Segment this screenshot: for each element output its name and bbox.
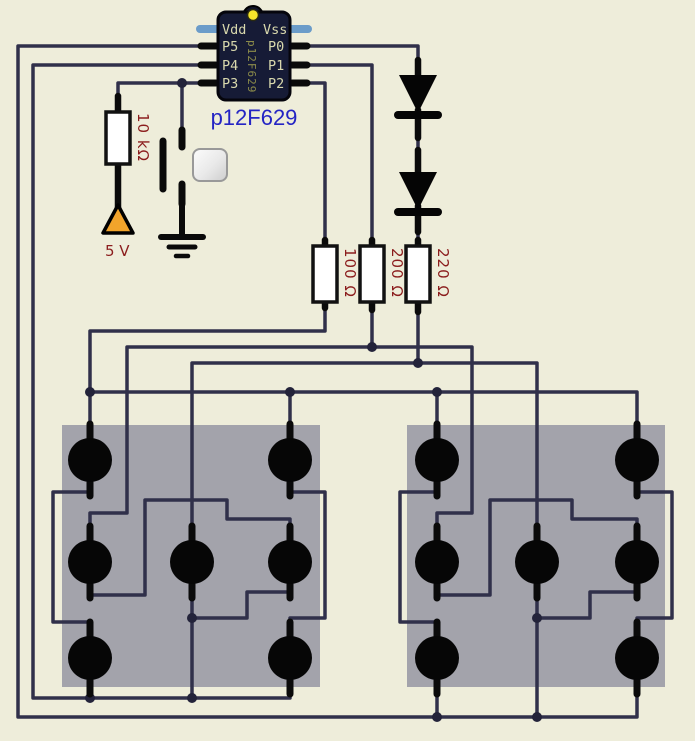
chip-pin-label-p3: P3 [222, 76, 239, 92]
diode-1-triangle [399, 75, 437, 113]
led-left-center[interactable] [170, 540, 214, 584]
led-right-bottom-right[interactable] [615, 636, 659, 680]
junction-dots [85, 78, 542, 722]
wire-p5-lower-bus [16, 44, 639, 719]
chip-pin-label-p5: P5 [222, 39, 239, 55]
led-right-top-right[interactable] [615, 438, 659, 482]
supply-triangle [101, 203, 135, 235]
wire-p3-resistor [116, 81, 203, 108]
ground-symbol[interactable] [158, 201, 206, 259]
indicator-dot [246, 8, 260, 22]
led-left-top-right[interactable] [268, 438, 312, 482]
led-left-middle-left[interactable] [68, 540, 112, 584]
resistor-10k-value: 10 kΩ [134, 113, 152, 163]
chip-pin-label-p4: P4 [222, 58, 239, 74]
chip-pin-label-p1: P1 [268, 58, 285, 74]
resistor-200-value: 200 Ω [388, 248, 406, 298]
diode-2-triangle [399, 172, 437, 210]
resistor-220-value: 220 Ω [434, 248, 452, 298]
chip-pins [197, 42, 311, 87]
vdd-rail-pin [196, 25, 222, 33]
chip-pin-label-vss: Vss [263, 22, 288, 38]
resistor-220-body [404, 244, 432, 304]
diode-2[interactable] [394, 146, 442, 236]
led-right-bottom-left[interactable] [415, 636, 459, 680]
wire-middle-bus [88, 345, 474, 540]
wire-bracket-right [435, 498, 639, 597]
supply-voltage-label: 5 V [105, 242, 130, 260]
wire-p1-200 [308, 63, 374, 248]
resistor-200[interactable] [358, 236, 386, 314]
led-right-center[interactable] [515, 540, 559, 584]
diode-1[interactable] [394, 56, 442, 142]
wire-center-bus [190, 361, 539, 540]
led-group [68, 438, 659, 680]
led-left-bottom-left[interactable] [68, 636, 112, 680]
resistor-10k[interactable] [104, 92, 132, 212]
resistor-200-body [358, 244, 386, 304]
led-right-middle-left[interactable] [415, 540, 459, 584]
chip-pin-label-p2: P2 [268, 76, 285, 92]
resistor-100-value: 100 Ω [341, 248, 359, 298]
wire-100-to-bus [88, 302, 327, 392]
resistor-220[interactable] [404, 236, 432, 316]
push-button[interactable] [192, 148, 228, 182]
chip-part-label: p12F629 [210, 105, 298, 130]
wire-p2-100 [308, 81, 327, 248]
led-left-middle-right[interactable] [268, 540, 312, 584]
voltage-source-5v[interactable] [101, 203, 135, 235]
mcu-p12f629[interactable] [196, 5, 312, 102]
chip-pin-label-p0: P0 [268, 39, 285, 55]
resistor-10k-body [104, 110, 132, 166]
vss-rail-pin [286, 25, 312, 33]
led-left-top-left[interactable] [68, 438, 112, 482]
led-right-top-left[interactable] [415, 438, 459, 482]
led-right-middle-right[interactable] [615, 540, 659, 584]
led-left-bottom-right[interactable] [268, 636, 312, 680]
wire-bracket-left [88, 498, 292, 597]
chip-pin-label-vdd: Vdd [222, 22, 247, 38]
push-button-symbol[interactable] [159, 126, 186, 208]
resistor-100[interactable] [311, 236, 339, 312]
resistor-100-body [311, 244, 339, 304]
chip-package-print: p12F629 [245, 40, 258, 94]
